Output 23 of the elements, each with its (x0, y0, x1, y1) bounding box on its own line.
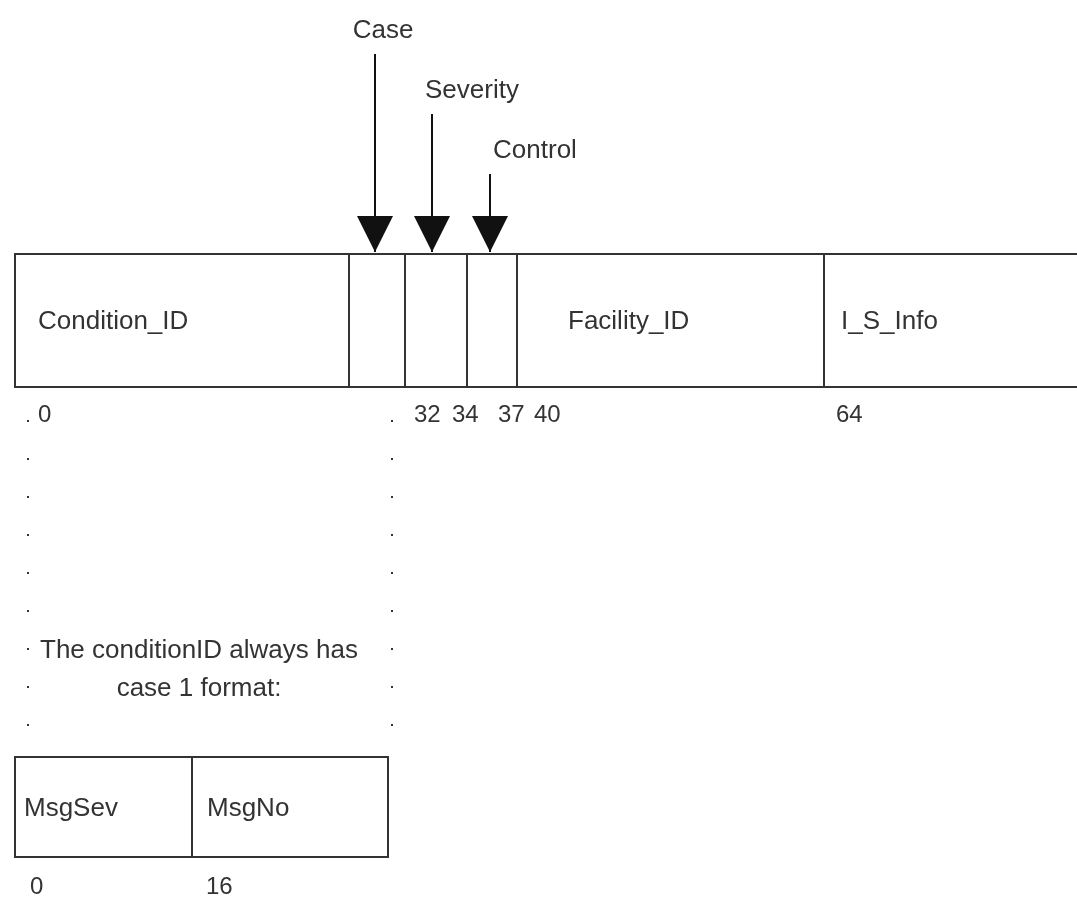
bit-number: 16 (206, 872, 233, 899)
arrow (472, 173, 508, 253)
bit-field: MsgSev (14, 756, 193, 858)
arrow (357, 53, 393, 253)
field-label: Control (472, 132, 598, 166)
bit-number: 64 (836, 400, 863, 428)
bit-number: 32 (414, 400, 441, 428)
bit-field: Facility_ID (516, 253, 825, 388)
bit-number: 34 (452, 400, 479, 428)
arrow (414, 113, 450, 253)
bit-field: Condition_ID (14, 253, 350, 388)
bit-number: 37 (498, 400, 525, 428)
field-label: Case (338, 12, 428, 46)
bit-number: 40 (534, 400, 561, 428)
bit-field: I_S_Info (823, 253, 1077, 388)
bit-number: 0 (30, 872, 44, 899)
field-label: Severity (400, 72, 544, 106)
bit-field (348, 253, 406, 388)
note: The conditionID always has case 1 format: (39, 633, 359, 704)
bit-field (466, 253, 518, 388)
bit-number: 0 (38, 400, 52, 428)
bit-field (404, 253, 468, 388)
bit-field: MsgNo (191, 756, 389, 858)
